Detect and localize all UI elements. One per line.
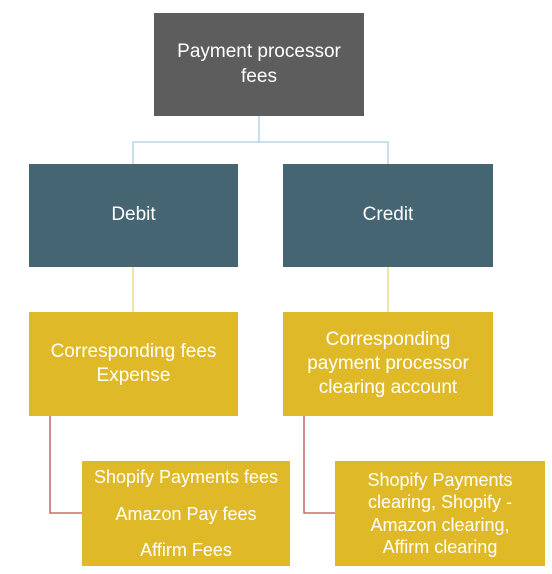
credit-node: Credit (283, 164, 493, 267)
fees-to-leaf-connector (49, 416, 82, 514)
payment-processor-fees-node: Payment processor fees (154, 13, 364, 116)
fee-type-item: Amazon Pay fees (115, 503, 257, 524)
fee-type-item: Shopify Payments fees (93, 467, 279, 487)
credit-label: Credit (362, 204, 414, 226)
clearing-account-node: Corresponding payment processor clearing… (283, 312, 493, 416)
fees-expense-label: Corresponding fees Expense (50, 340, 217, 386)
root-to-credit-connector (259, 141, 389, 164)
debit-label: Debit (111, 204, 156, 226)
clearing-types-label: Shopify Payments clearing, Shopify - Ama… (367, 469, 513, 558)
clearing-account-label: Corresponding payment processor clearing… (307, 328, 469, 399)
root-label: Payment processor fees (177, 41, 341, 87)
root-to-debit-connector (132, 116, 260, 164)
fee-type-item: Affirm Fees (140, 540, 232, 560)
clearing-to-leaf-connector (303, 416, 335, 514)
fees-expense-node: Corresponding fees Expense (29, 312, 238, 416)
fee-types-node: Shopify Payments fees Amazon Pay fees Af… (82, 461, 290, 566)
debit-node: Debit (29, 164, 238, 267)
clearing-types-node: Shopify Payments clearing, Shopify - Ama… (335, 461, 545, 566)
